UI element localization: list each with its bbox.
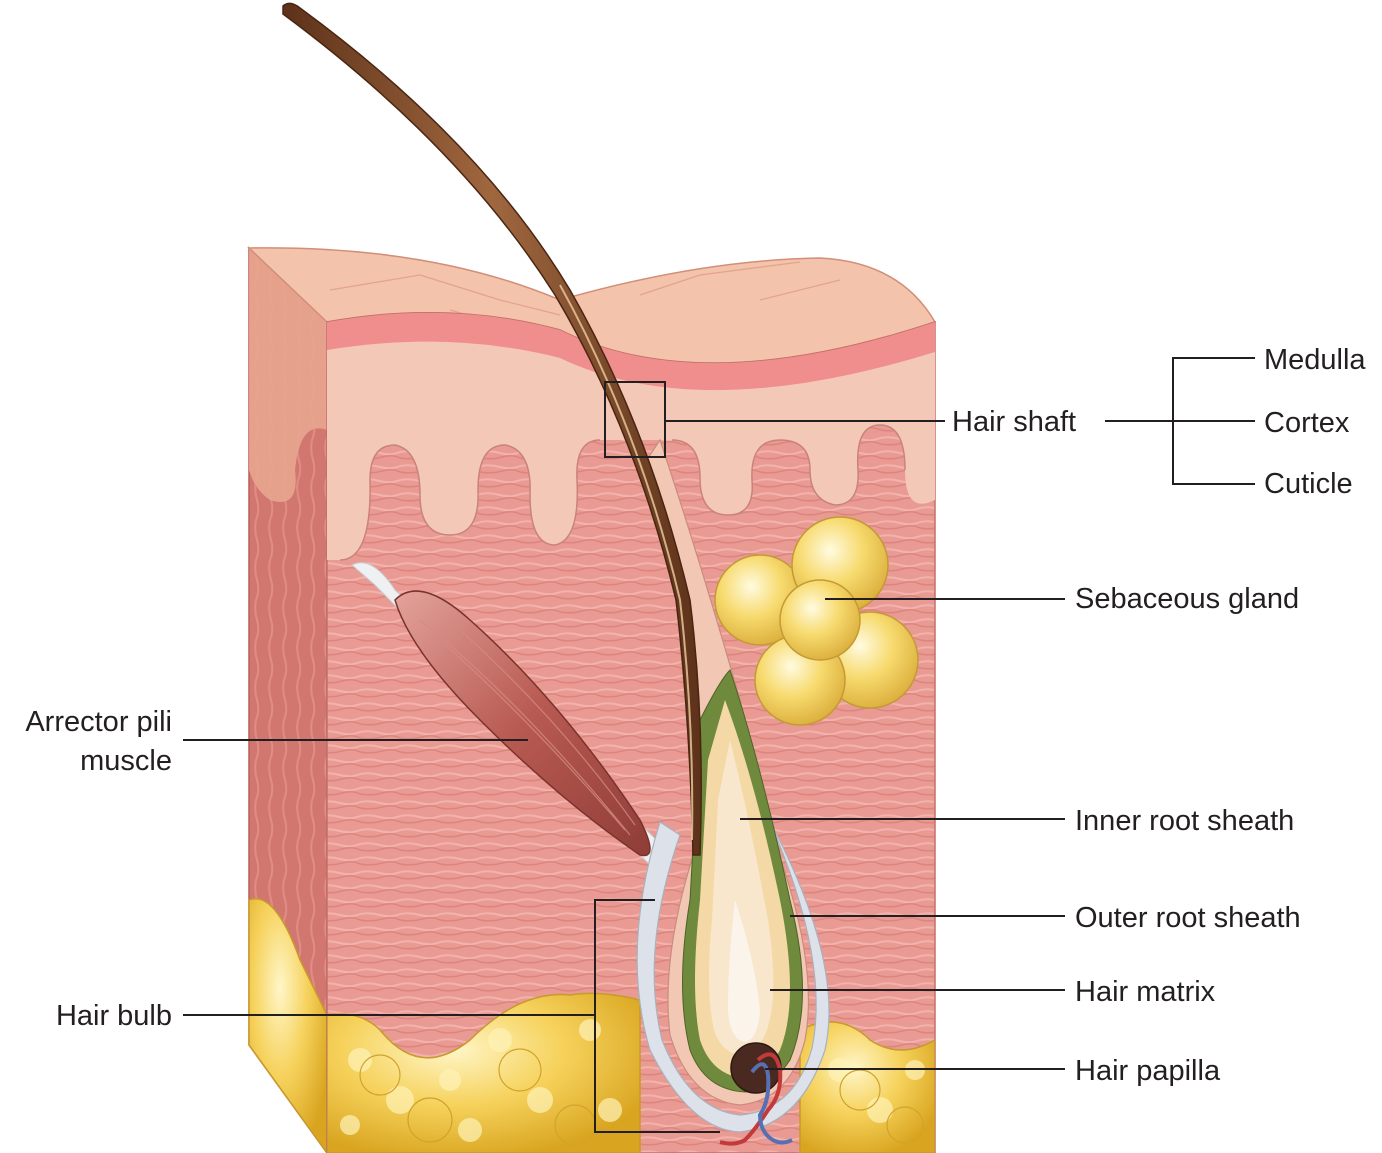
label-hair-bulb: Hair bulb xyxy=(56,1000,172,1032)
sebaceous-gland-shape xyxy=(714,516,919,726)
label-inner-root-sheath: Inner root sheath xyxy=(1075,805,1294,837)
hair-shaft-shape xyxy=(282,2,702,856)
label-hair-papilla: Hair papilla xyxy=(1075,1055,1221,1087)
label-cortex: Cortex xyxy=(1264,407,1350,439)
label-cuticle: Cuticle xyxy=(1264,468,1353,500)
hair-shaft-detail-box xyxy=(604,381,666,458)
label-hair-matrix: Hair matrix xyxy=(1075,976,1216,1008)
label-arrector-pili-line1: Arrector pili xyxy=(25,706,172,738)
label-arrector-pili-line2: muscle xyxy=(80,745,172,777)
arrector-pili-muscle-shape xyxy=(351,562,666,867)
label-sebaceous-gland: Sebaceous gland xyxy=(1075,583,1299,615)
skin-block-side-face xyxy=(248,246,328,1153)
label-medulla: Medulla xyxy=(1264,344,1366,376)
label-outer-root-sheath: Outer root sheath xyxy=(1075,902,1301,934)
leader-lines xyxy=(183,357,1255,1133)
label-hair-shaft: Hair shaft xyxy=(952,406,1076,438)
hair-follicle-shape xyxy=(636,438,830,1146)
